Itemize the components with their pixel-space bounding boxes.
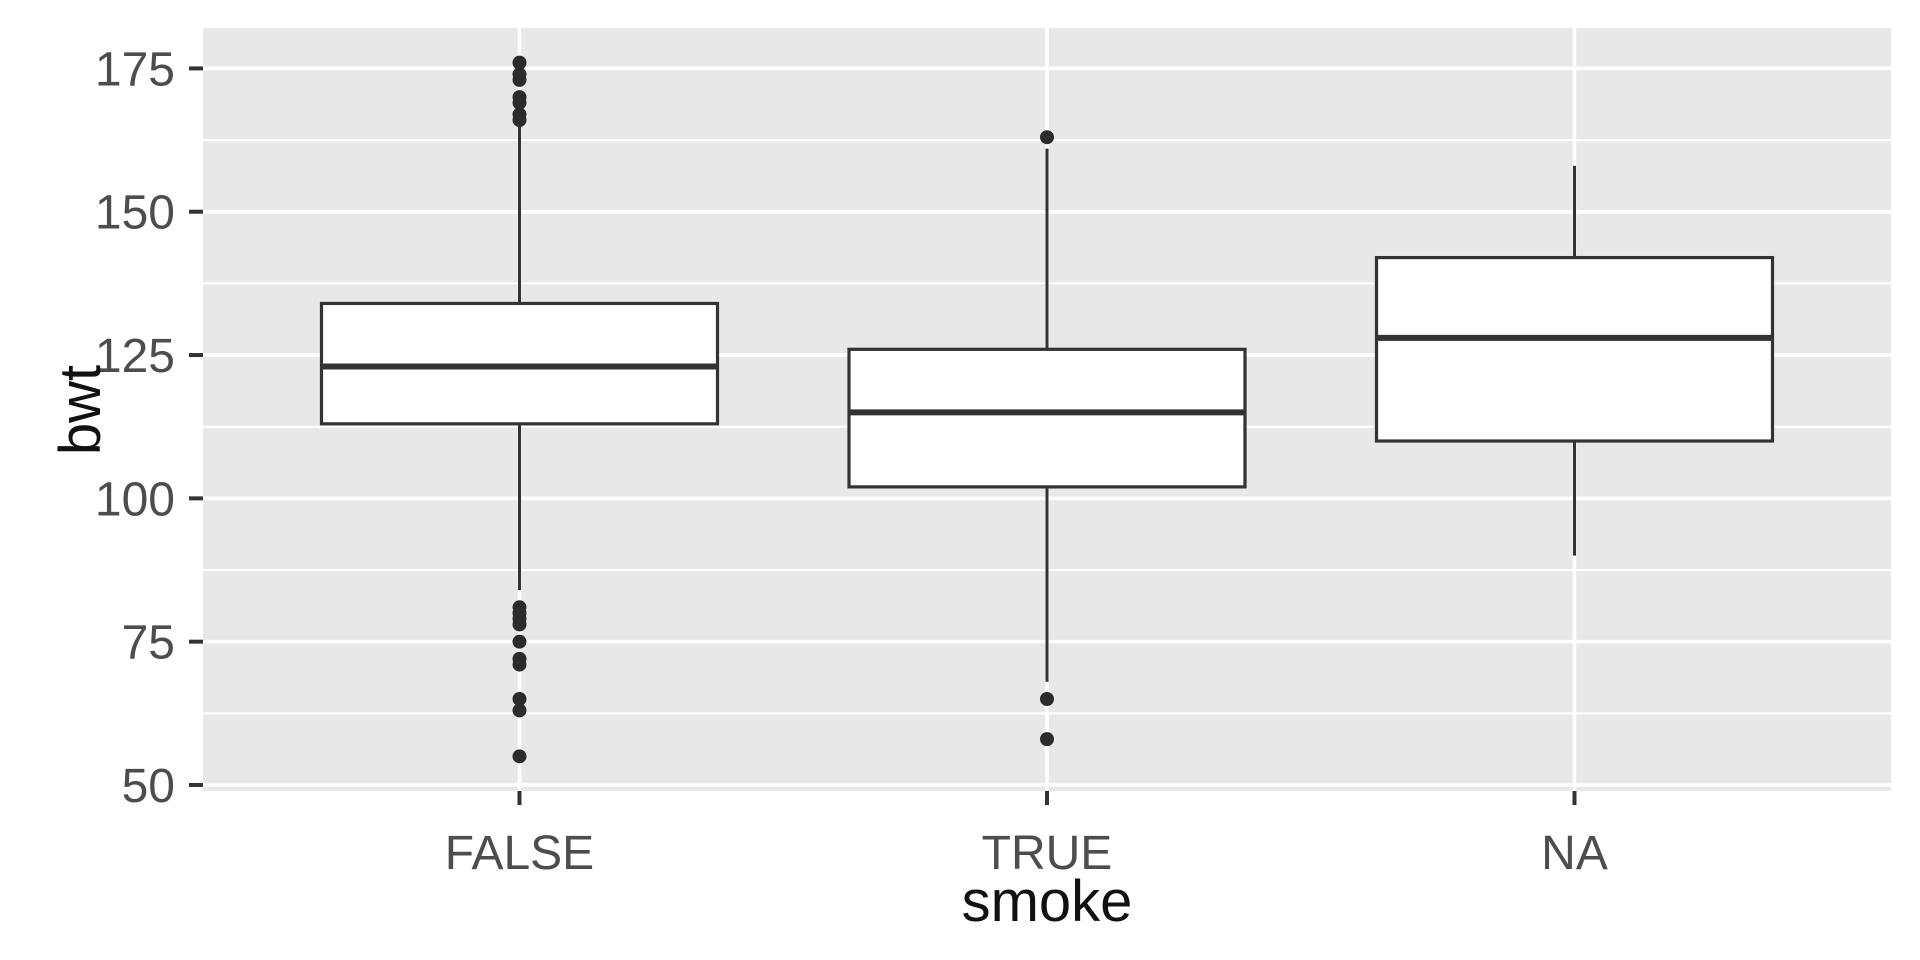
outlier-point <box>512 55 527 70</box>
boxplot-true <box>847 130 1247 747</box>
outlier-point <box>512 657 527 672</box>
y-tick-label: 50 <box>122 760 175 813</box>
iqr-box <box>1374 255 1775 443</box>
outlier-point <box>512 617 527 632</box>
outlier-point <box>512 107 527 122</box>
y-tick-label: 125 <box>95 330 175 383</box>
x-tick-label: FALSE <box>445 827 594 880</box>
x-axis-title: smoke <box>962 869 1133 934</box>
y-axis-title: bwt <box>48 365 113 455</box>
y-tick-label: 150 <box>95 187 175 240</box>
iqr-box <box>847 347 1247 489</box>
boxplot-false <box>319 55 720 764</box>
box-layer <box>319 55 1775 764</box>
outlier-point <box>512 691 527 706</box>
outlier-point <box>1040 691 1054 706</box>
outlier-point <box>512 90 527 105</box>
y-tick-label: 100 <box>95 473 175 526</box>
outlier-point <box>512 634 527 649</box>
y-tick-label: 175 <box>95 43 175 96</box>
y-tick-label: 75 <box>122 617 175 670</box>
x-tick-label: NA <box>1541 827 1608 880</box>
outlier-point <box>512 67 527 82</box>
x-tick-label: TRUE <box>982 827 1113 880</box>
outlier-point <box>512 703 527 718</box>
boxplot-na <box>1374 165 1775 556</box>
outlier-point <box>512 749 527 764</box>
outlier-point <box>1040 732 1054 747</box>
outlier-point <box>1040 130 1054 145</box>
